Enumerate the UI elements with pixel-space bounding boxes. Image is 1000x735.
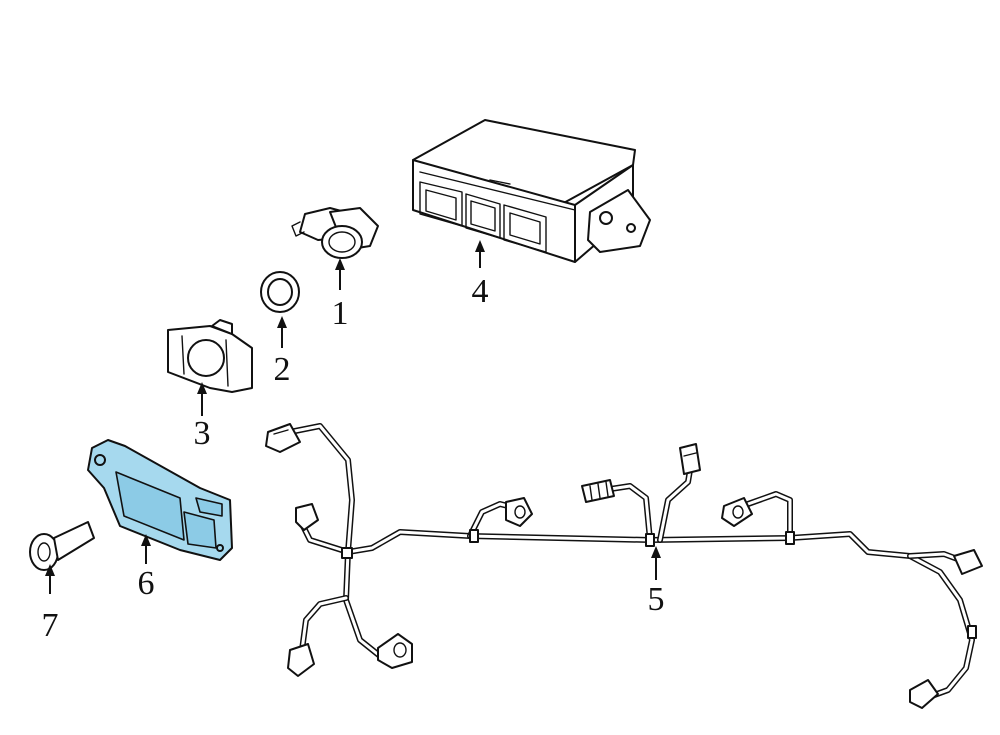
- callout-4: 4: [472, 273, 489, 310]
- callout-3: 3: [194, 415, 211, 452]
- harness-connector-top-left: [265, 423, 301, 453]
- harness-connector-upright: [679, 443, 701, 475]
- harness-connector-lower-left: [287, 643, 315, 677]
- highlighted-module-part[interactable]: [87, 439, 233, 561]
- grommet-part[interactable]: [260, 271, 300, 313]
- harness-connector-bottom: [377, 633, 413, 669]
- callout-6: 6: [138, 565, 155, 602]
- harness-connector-mid: [505, 497, 533, 527]
- park-sensor-part[interactable]: [291, 207, 379, 259]
- harness-connector-flat: [581, 479, 615, 503]
- callout-1: 1: [332, 295, 349, 332]
- callout-5: 5: [648, 581, 665, 618]
- harness-connector-right-mid: [721, 497, 753, 527]
- harness-connector-bottom-right: [909, 679, 939, 709]
- harness-connector-far-right: [953, 549, 983, 575]
- control-module-part[interactable]: [412, 119, 651, 263]
- harness-connector-left: [295, 503, 319, 531]
- callout-arrows: [45, 240, 661, 594]
- sensor-bracket-part[interactable]: [167, 319, 253, 393]
- callout-7: 7: [42, 607, 59, 644]
- wiring-harness-part[interactable]: [265, 423, 983, 709]
- bolt-part[interactable]: [29, 521, 95, 571]
- callout-2: 2: [274, 351, 291, 388]
